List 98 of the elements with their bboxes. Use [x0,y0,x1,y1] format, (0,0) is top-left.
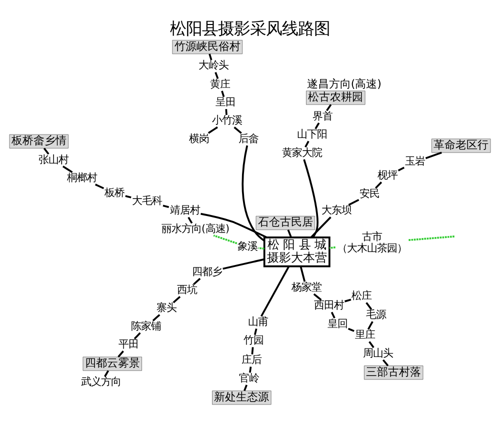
node-box: 松 阳 县 城 摄影大本营 [263,236,330,267]
connector [330,311,336,318]
connector [62,165,73,173]
connector [213,234,238,244]
node-text: 竹园 [243,334,264,346]
node-text: 山下阳 [296,128,327,140]
node-text: 大东坝 [322,204,352,216]
node-text: 黄庄 [210,78,230,90]
node-text: 靖居村 [170,204,200,216]
connector [374,181,382,188]
connector [249,366,252,372]
connector [172,295,181,303]
node-text: 板桥 [104,186,125,198]
connector [366,302,372,310]
node-text: 界首 [312,110,333,122]
connector [398,166,405,171]
connector [208,126,218,134]
connector [348,327,354,332]
connector [329,246,336,248]
connector [326,104,332,111]
connector [300,266,306,282]
node-text: 大岭头 [198,59,228,72]
connector [193,277,201,285]
node-box: 松古农耕园 [306,90,366,104]
node-box: 竹源峡民俗村 [172,40,243,54]
node-box: 板桥畲乡情 [9,134,68,148]
connector [408,235,454,241]
connector [200,212,268,238]
node-text: 桐榔村 [66,171,97,184]
connector [260,265,290,316]
connector [214,71,219,78]
node-text: 枧坪 [377,169,398,182]
node-text: 玉岩 [404,155,425,168]
node-text: 寨头 [156,302,177,314]
node-text: 后畲 [238,132,259,144]
node-text: 象溪 [238,240,258,252]
connector [310,216,332,238]
node-text: 西坑 [176,284,197,296]
connector [162,204,170,208]
node-text: 里庄 [354,328,375,341]
node-text: 丽水方向(高速) [161,222,230,234]
connector [367,320,374,330]
connector [344,298,352,302]
node-text: 毛源 [366,308,386,320]
connector [234,126,242,134]
node-box: 革命老区行 [432,138,491,152]
node-text: 四都乡 [192,265,222,278]
connector [152,314,160,321]
node-box: 新处生态源 [212,390,272,404]
connector [251,346,254,354]
node-text: 平田 [118,338,139,350]
connector [43,147,50,154]
connector [382,358,389,366]
connector [348,198,360,206]
connector [287,228,292,238]
node-text: 呈田 [216,96,236,108]
node-text: 皇回 [327,317,348,330]
connector [134,332,141,339]
node-text: 安民 [360,187,380,200]
node-text: 杨家堂 [291,280,322,293]
node-text: 古市 （大木山茶园） [336,230,407,254]
node-text: 官岭 [239,372,260,384]
connector [425,151,442,159]
connector [368,340,374,348]
node-text: 山甫 [248,316,268,328]
connector [258,246,264,250]
node-text: 横岗 [188,132,209,144]
connector [303,158,318,238]
node-text: 张山村 [38,153,68,166]
node-text: 大毛科 [132,194,162,207]
connector [244,384,248,391]
node-box: 四都云雾景 [82,356,142,370]
connector [118,350,124,357]
node-text: 小竹溪 [212,114,242,126]
connector [225,108,228,114]
connector [304,140,310,148]
node-text: 周山头 [363,346,394,359]
node-text: 陈家铺 [131,320,162,332]
connector [222,258,264,270]
connector [94,183,104,189]
node-text: 庄后 [242,354,262,366]
connector [104,370,110,376]
node-text: 松庄 [352,290,372,302]
node-box: 三部古村落 [364,365,424,380]
connector [221,90,225,97]
connector [125,194,132,198]
connector [254,328,258,335]
connector [313,292,322,300]
node-text: 武义方向 [81,376,122,388]
diagram-title: 松阳县摄影采风线路图 [170,18,330,38]
node-label: 遂昌方向(高速) [306,77,382,90]
node-box: 石仓古民居 [256,215,316,230]
connector [188,216,193,224]
node-text: 西田村 [314,299,344,312]
node-text: 黄家大院 [282,146,322,158]
connector [314,122,320,129]
connector [242,144,265,241]
connector [208,53,212,60]
